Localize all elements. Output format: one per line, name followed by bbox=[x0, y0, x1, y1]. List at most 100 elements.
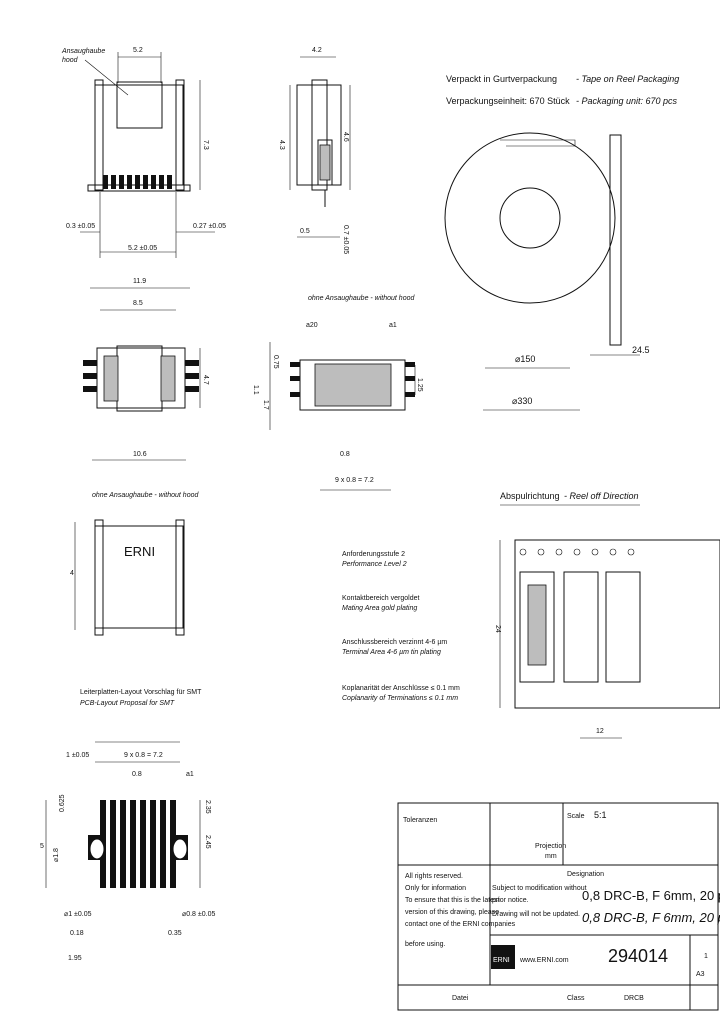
tape-dim-pitch: 12 bbox=[596, 728, 604, 735]
top-dim-bottom: 10.6 bbox=[133, 451, 147, 458]
front-dim-right-small: 0.27 ±0.05 bbox=[193, 223, 226, 230]
tb-tolerances-label: Toleranzen bbox=[403, 817, 437, 824]
top-dim-inner: 8.5 bbox=[133, 300, 143, 307]
tb-sheet: 1 bbox=[704, 953, 708, 960]
pack-line1-de: Verpackt in Gurtverpackung bbox=[446, 74, 557, 84]
tb-rights-6: before using. bbox=[405, 941, 446, 948]
tb-rights-1: All rights reserved. bbox=[405, 873, 463, 880]
pcb-dim-bottom-right-a: 0.35 bbox=[168, 930, 182, 937]
erni-marking: ERNI bbox=[124, 544, 155, 559]
top-dim-height: 4.7 bbox=[202, 375, 209, 385]
tape-dim-width: 24 bbox=[494, 625, 501, 633]
pcb-dim-bottom-right-dia: ⌀0.8 ±0.05 bbox=[182, 911, 215, 918]
tb-subject-2: prior notice. bbox=[492, 897, 529, 904]
pcb-pin-a1: a1 bbox=[186, 771, 194, 778]
side-dim-outer: 4.6 bbox=[342, 132, 349, 142]
reel-outer bbox=[444, 132, 616, 304]
pcb-dim-right-mid: 2.45 bbox=[204, 835, 211, 849]
side-dim-bottom-right: 0.7 ±0.05 bbox=[342, 225, 349, 254]
spec-3-de: Anschlussbereich verzinnt 4-6 µm bbox=[342, 639, 447, 646]
tb-scale-value: 5:1 bbox=[594, 810, 607, 820]
reel-off-section: Abspulrichtung - Reel off Direction 24 1… bbox=[494, 491, 720, 739]
nh-dim-pitch: 0.8 bbox=[340, 451, 350, 458]
pcb-dim-bottom-left-b: 1.95 bbox=[68, 955, 82, 962]
dim-width: 24.5 bbox=[632, 345, 650, 355]
nh-dim-left-mid: 1.1 bbox=[252, 385, 259, 395]
pcb-dim-pitch: 0.8 bbox=[132, 771, 142, 778]
tb-unit: mm bbox=[545, 853, 557, 860]
nh-side-dim-height: 4 bbox=[70, 570, 74, 577]
pcb-dim-left-dia: ⌀1.8 bbox=[53, 848, 60, 862]
tb-scale-label: Scale bbox=[567, 813, 585, 820]
nh-dim-left-bot: 1.7 bbox=[262, 400, 269, 410]
tb-designation-en: 0,8 DRC-B, F 6mm, 20 pin bbox=[582, 910, 720, 925]
packaging-section: Verpackt in Gurtverpackung - Tape on Ree… bbox=[444, 74, 679, 411]
spec-3-en: Terminal Area 4-6 µm tin plating bbox=[342, 649, 441, 656]
pin-a20-label: a20 bbox=[306, 322, 318, 329]
nh-dim-right: 1.25 bbox=[416, 378, 423, 392]
front-dim-left-small: 0.3 ±0.05 bbox=[66, 223, 95, 230]
pcb-dim-bottom-left-dia: ⌀1 ±0.05 bbox=[64, 911, 92, 918]
hood-label-de: Ansaughaube bbox=[61, 48, 105, 55]
no-hood-title: ohne Ansaughaube - without hood bbox=[308, 295, 415, 302]
tb-designation-label: Designation bbox=[567, 871, 604, 878]
tb-website: www.ERNI.com bbox=[519, 957, 569, 964]
pack-line2-de: Verpackungseinheit: 670 Stück bbox=[446, 96, 570, 106]
pack-line1-en: - Tape on Reel Packaging bbox=[576, 74, 679, 84]
pcb-title-en: PCB-Layout Proposal for SMT bbox=[80, 700, 175, 707]
front-dim-top: 5.2 bbox=[133, 47, 143, 54]
tb-class-value: DRCB bbox=[624, 995, 644, 1002]
reel-side bbox=[609, 134, 622, 346]
tb-subject-1: Subject to modification without bbox=[492, 885, 587, 892]
tb-format: A3 bbox=[696, 971, 705, 978]
pcb-layout: Leiterplatten-Layout Vorschlag für SMT P… bbox=[40, 689, 215, 962]
tb-rights-4: version of this drawing, please bbox=[405, 909, 499, 916]
tb-subject-3: Drawing will not be updated. bbox=[492, 911, 580, 918]
pcb-dim-left-top: 0.625 bbox=[59, 794, 66, 812]
side-dim-top: 4.2 bbox=[312, 47, 322, 54]
hood-label-en: hood bbox=[62, 57, 79, 64]
tape-strip bbox=[514, 539, 720, 709]
top-dim-overall: 11.9 bbox=[133, 278, 146, 285]
pin-a1-label: a1 bbox=[389, 322, 397, 329]
pcb-dim-left-outer: 5 bbox=[40, 843, 44, 850]
reel-off-title-en: - Reel off Direction bbox=[564, 491, 639, 501]
front-dim-height: 7.3 bbox=[202, 140, 209, 150]
tb-rights-3: To ensure that this is the latest bbox=[405, 897, 500, 904]
spec-1-de: Anforderungsstufe 2 bbox=[342, 551, 405, 558]
nh-dim-left-top: 0.75 bbox=[272, 355, 279, 369]
spec-4-en: Coplanarity of Terminations ≤ 0.1 mm bbox=[342, 695, 458, 702]
nh-dim-span: 9 x 0.8 = 7.2 bbox=[335, 477, 374, 484]
tb-projection-label: Projection bbox=[535, 843, 566, 850]
spec-2-de: Kontaktbereich vergoldet bbox=[342, 595, 419, 602]
spec-4-de: Koplanarität der Anschlüsse ≤ 0.1 mm bbox=[342, 685, 460, 692]
side-dim-inner: 4.3 bbox=[278, 140, 285, 150]
tb-part-number: 294014 bbox=[608, 946, 668, 966]
side-dim-bottom-left: 0.5 bbox=[300, 228, 310, 235]
reel-hub bbox=[499, 187, 561, 249]
top-view: 11.9 8.5 4.7 10.6 bbox=[83, 278, 209, 461]
specs-list: Anforderungsstufe 2 Performance Level 2 … bbox=[342, 551, 460, 702]
spec-1-en: Performance Level 2 bbox=[342, 561, 407, 568]
front-view: Ansaughaube hood 5.2 7.3 0.3 ±0.05 0.27 … bbox=[61, 47, 226, 258]
pcb-dim-right-top: 2.35 bbox=[204, 800, 211, 814]
dim-hub: ⌀150 bbox=[515, 354, 535, 364]
pack-line2-en: - Packaging unit: 670 pcs bbox=[576, 96, 678, 106]
tb-rights-5: contact one of the ERNI companies bbox=[405, 921, 516, 928]
pcb-title-de: Leiterplatten-Layout Vorschlag für SMT bbox=[80, 689, 202, 696]
pcb-dim-pitch-span: 9 x 0.8 = 7.2 bbox=[124, 752, 163, 759]
tb-designation-de: 0,8 DRC-B, F 6mm, 20 polig bbox=[582, 888, 720, 903]
erni-logo-icon bbox=[491, 945, 515, 969]
tb-logo: ERNI bbox=[493, 957, 510, 964]
tb-rights-2: Only for information bbox=[405, 885, 466, 892]
tb-status-label: Datei bbox=[452, 995, 469, 1002]
no-hood-view: ohne Ansaughaube - without hood a20 a1 0… bbox=[252, 295, 423, 491]
tb-class-label: Class bbox=[567, 995, 585, 1002]
no-hood-side-view: ohne Ansaughaube - without hood 4 ERNI bbox=[70, 492, 199, 636]
no-hood-side-title: ohne Ansaughaube - without hood bbox=[92, 492, 199, 499]
pcb-dim-top-left: 1 ±0.05 bbox=[66, 752, 89, 759]
title-block: Toleranzen Scale 5:1 Projection mm Desig… bbox=[397, 802, 720, 1011]
dim-reel: ⌀330 bbox=[512, 396, 532, 406]
reel-off-title-de: Abspulrichtung bbox=[500, 491, 560, 501]
